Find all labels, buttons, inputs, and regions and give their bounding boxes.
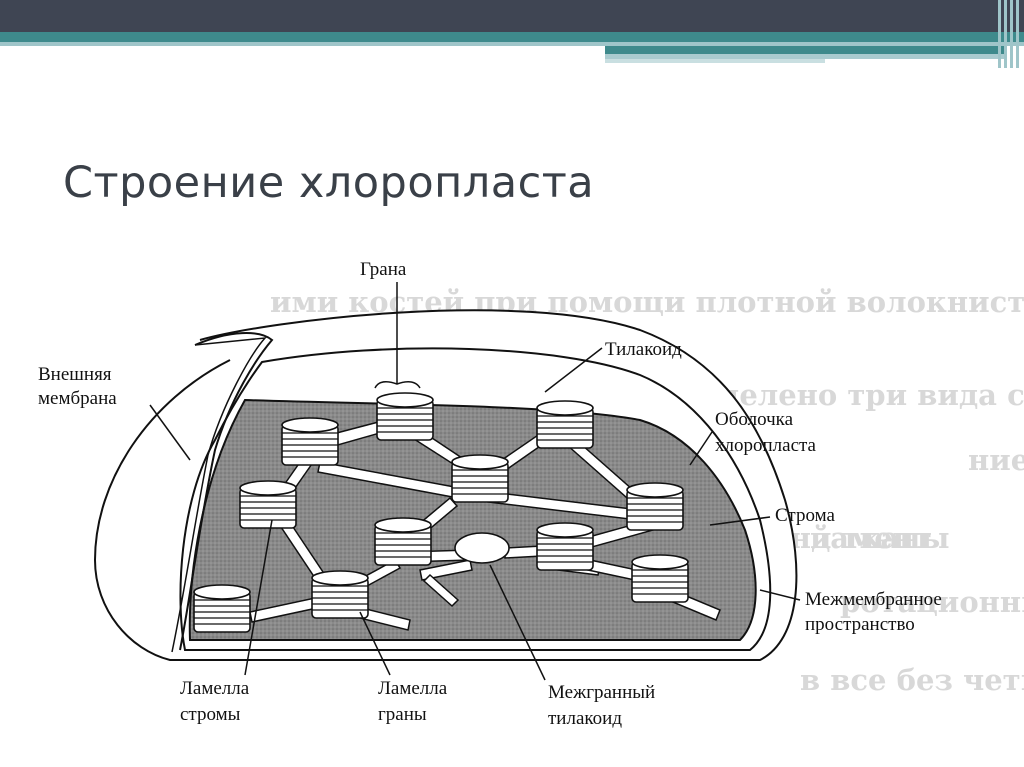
label-outer-membrane-line1: Внешняя [38,364,112,385]
chloroplast-diagram: ими костей при помощи плотной волокнисто… [38,259,1024,729]
label-intermembrane-line1: Межмембранное [805,589,942,610]
label-stroma-lamella-line2: стромы [180,704,241,725]
granum [193,584,251,633]
intergranal-thylakoid-bulge [454,532,510,564]
granum [626,482,684,531]
ghost-line-2: делено три вида соединения [720,378,1024,412]
ghost-line-3: ние [968,443,1024,477]
label-envelope-line1: Оболочка [715,409,794,430]
label-grana: Грана [360,259,407,280]
label-granum-lamella-line1: Ламелла [378,678,448,699]
header-decoration [0,0,1024,68]
granum [376,392,434,441]
ghost-line-6: ротационный [840,585,1024,619]
granum [451,454,509,503]
label-stroma: Строма [775,505,835,526]
label-outer-membrane-line2: мембрана [38,388,117,409]
ghost-line-5: й тканы [810,521,950,555]
membrane-fold [179,332,274,651]
slide-title: Строение хлоропласта [63,158,595,208]
diagram-labels: Грана Тилакоид Внешняя мембрана Оболочка… [38,259,942,729]
granum [536,400,594,449]
label-intergranal-line1: Межгранный [548,682,655,703]
label-intermembrane-line2: пространство [805,614,915,635]
label-granum-lamella-line2: граны [378,704,427,725]
granum [239,480,297,529]
label-intergranal-line2: тилакоид [548,708,622,729]
ghost-line-7: в все без четыре ниже, в сильно время от [800,663,1024,697]
granum [311,570,369,619]
callout-lines [149,282,801,681]
label-envelope-line2: хлоропласта [715,435,817,456]
granum [631,554,689,603]
granum [536,522,594,571]
bleed-through-text: ими костей при помощи плотной волокнисто… [270,285,1024,697]
granum [281,417,339,466]
label-thylakoid: Тилакоид [605,339,682,360]
granum [374,517,432,566]
label-stroma-lamella-line1: Ламелла [180,678,250,699]
